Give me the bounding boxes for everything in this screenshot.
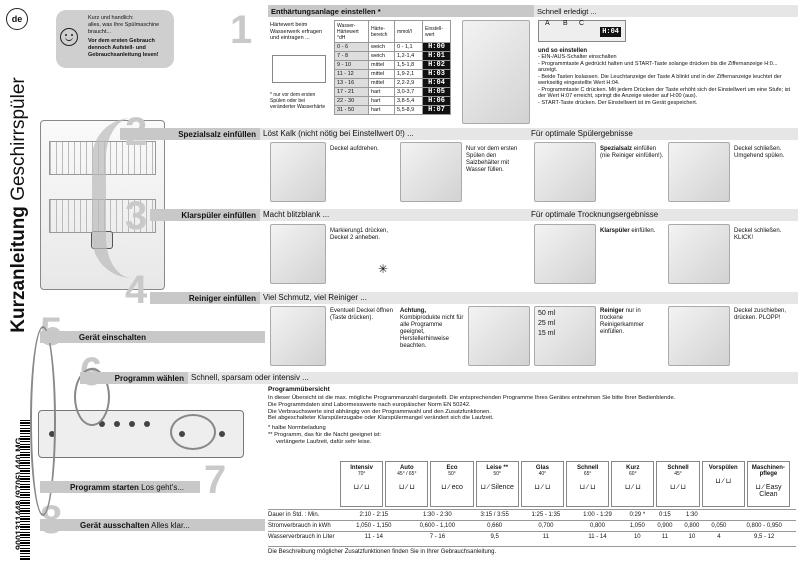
- start-oval-icon: [170, 414, 216, 450]
- bar-program: Programm wählen Schnell, sparsam oder in…: [80, 372, 798, 384]
- rinse-open-illustration: [270, 224, 326, 284]
- sparkle-icon: ✳: [378, 262, 389, 276]
- program-card: Leise **50°⊔ ∕ Silence: [475, 461, 519, 507]
- bar-salt: Spezialsalz einfüllen Löst Kalk (nicht n…: [120, 128, 798, 140]
- step-3-number: 3: [125, 194, 148, 238]
- language-badge: de: [6, 8, 28, 30]
- detergent-step-3-text: Reiniger nur in trockene Reinigerkammer …: [600, 308, 645, 335]
- detergent-tab-illustration: [468, 306, 530, 366]
- step-1-number: 1: [230, 8, 253, 52]
- salt-fill-illustration: [534, 142, 596, 202]
- dose-25-label: 25 ml: [538, 320, 556, 327]
- bar-rinse-aid: Klarspüler einfüllen Macht blitzblank ..…: [150, 209, 798, 221]
- hardness-note: * nur vor dem ersten Spülen oder bei ver…: [270, 92, 326, 110]
- detergent-open-illustration: [270, 306, 326, 366]
- bar-detergent: Reiniger einfüllen Viel Schmutz, viel Re…: [150, 292, 798, 304]
- hardness-instructions: und so einstellen - EIN-/AUS-Schalter ei…: [538, 48, 791, 106]
- bar-start: Programm starten Los geht's...: [40, 481, 200, 493]
- hardness-entry-box: [272, 55, 326, 83]
- hardness-title: Enthärtungsanlage einstellen *: [268, 5, 534, 17]
- hardness-table: Wasser-Härtewert °dH Härte-bereich mmol/…: [334, 20, 451, 115]
- detergent-step-4-text: Deckel zuschieben, drücken. PLOPP!: [734, 308, 787, 321]
- switch-oval-icon: [30, 326, 56, 516]
- step-7-number: 7: [204, 458, 227, 502]
- dose-15-label: 15 ml: [538, 330, 556, 337]
- salt-step-4-text: Deckel schließen. Umgehend spülen.: [734, 146, 785, 159]
- page-title: Kurzanleitung Geschirrspüler: [8, 77, 29, 333]
- rinse-step-4-text: Deckel schließen. KLICK!: [734, 228, 782, 241]
- rinse-fill-illustration: [534, 224, 596, 284]
- rinse-step-1-text: Markierung1 drücken, Deckel 2 anheben.: [330, 228, 389, 241]
- detergent-warning-text: Achtung, Kombiprodukte nicht für alle Pr…: [400, 308, 464, 349]
- program-overview: Programmübersicht In dieser Übersicht is…: [268, 386, 676, 445]
- display-panel-illustration: A B C H:04: [538, 20, 626, 42]
- salt-lid-illustration: [270, 142, 326, 202]
- bar-switch-off: Gerät ausschalten Alles klar...: [40, 519, 265, 531]
- start-button-icon: [219, 431, 225, 437]
- control-panel-illustration: [38, 410, 244, 458]
- salt-close-illustration: [668, 142, 730, 202]
- salt-step-3-text: Spezialsalz einfüllen (nie Reiniger einf…: [600, 146, 664, 159]
- salt-step-1-text: Deckel aufdrehen.: [330, 146, 379, 152]
- program-card: Maschinen-pflege⊔ ∕ Easy Clean: [746, 461, 791, 507]
- detergent-step-1-text: Eventuell Deckel öffnen (Taste drücken).: [330, 308, 393, 321]
- detergent-fill-illustration: 50 ml 25 ml 15 ml: [534, 306, 596, 366]
- rinse-step-3-text: Klarspüler einfüllen.: [600, 228, 656, 234]
- program-card: Vorspülen⊔ ∕ ⊔: [701, 461, 745, 507]
- rinse-close-illustration: [668, 224, 730, 284]
- barcode-icon: [20, 420, 30, 560]
- salt-water-illustration: [400, 142, 462, 202]
- hardness-done: Schnell erledigt ...: [534, 5, 798, 17]
- flow-arrow-icon: [92, 118, 152, 278]
- hardness-intro: Härtewert beim Wasserwerk erfragen und e…: [270, 22, 323, 41]
- step-4-number: 4: [125, 268, 148, 312]
- bar-switch-on: Gerät einschalten: [40, 331, 265, 343]
- salt-step-2-text: Nur vor dem ersten Spülen den Salzbehält…: [466, 146, 518, 173]
- smiley-icon: [60, 28, 78, 46]
- dose-50-label: 50 ml: [538, 310, 556, 317]
- detergent-close-illustration: [668, 306, 730, 366]
- overview-footer: Die Beschreibung möglicher Zusatzfunktio…: [268, 545, 796, 555]
- program-oval-icon: [74, 368, 110, 426]
- hardness-illustration: [462, 20, 530, 124]
